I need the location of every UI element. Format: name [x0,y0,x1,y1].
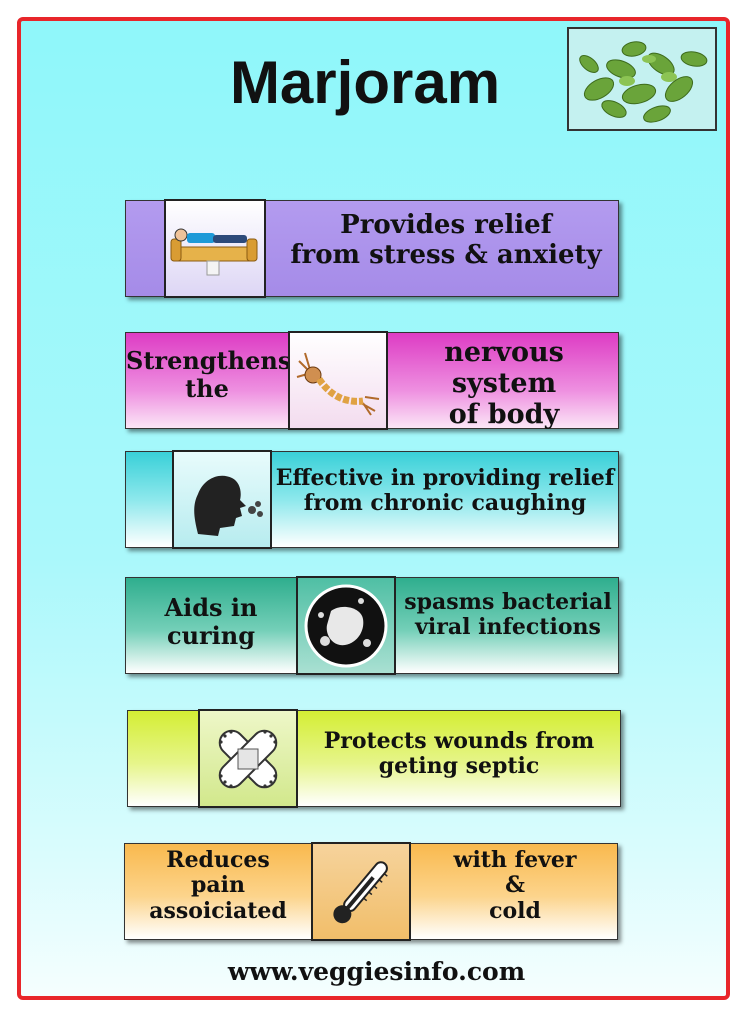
card-text-left: Aids in curing [164,593,258,650]
thermometer-icon [311,842,411,941]
card-text-right: spasms bacterial viral infections [404,589,612,641]
marjoram-herb-image [567,27,717,131]
card-text-left: Strengthens the [126,346,292,403]
bacteria-petri-dish-icon [296,576,396,675]
benefit-card-cough: Effective in providing relief from chron… [125,450,619,549]
relaxing-person-icon [164,199,266,298]
page-title: Marjoram [229,49,501,116]
card-text: Provides relief from stress & anxiety [290,210,602,270]
card-text-right: nervous system of body [444,337,564,431]
benefit-card-stress: Provides relief from stress & anxiety [125,199,619,298]
website-footer: www.veggiesinfo.com [227,957,526,986]
coughing-head-icon [172,450,272,549]
neuron-icon [288,331,388,430]
bandage-icon [198,709,298,808]
benefit-card-wounds: Protects wounds from geting septic [127,709,621,808]
card-text: Protects wounds from geting septic [323,728,595,780]
card-text: Effective in providing relief from chron… [275,465,615,517]
card-text-left: Reduces pain assoiciated [149,847,287,924]
benefit-card-fever: Reduces pain assoiciated with fever & co… [124,842,618,941]
benefit-card-nervous-system: Strengthens the nervous system of body [125,331,619,431]
card-text-right: with fever & cold [453,847,577,924]
benefit-card-infections: Aids in curing spasms bacterial viral in… [125,576,619,675]
